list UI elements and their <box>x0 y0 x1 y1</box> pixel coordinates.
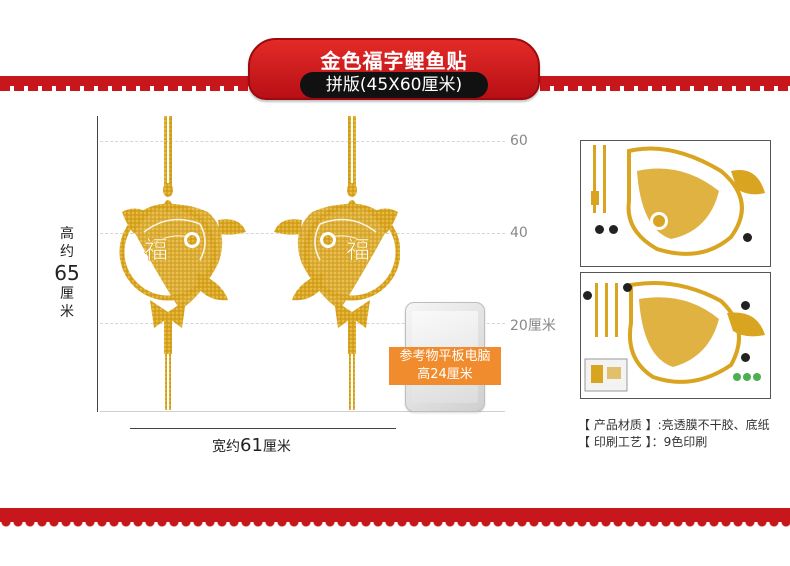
fu-character-left: 福 <box>144 236 168 264</box>
height-prefix: 高约 <box>60 226 74 260</box>
grid-label-40: 40 <box>510 225 528 241</box>
sheet-2-artwork <box>584 281 765 392</box>
sheet-1-marker-c <box>743 233 752 242</box>
grid-label-60: 60 <box>510 133 528 149</box>
title-banner: 金色福字鲤鱼贴 拼版(45X60厘米) <box>0 34 790 104</box>
banner-plaque: 金色福字鲤鱼贴 拼版(45X60厘米) <box>248 38 540 100</box>
sheet-2-marker-c <box>741 301 750 310</box>
banner-ribbon-left <box>0 76 250 91</box>
grid-label-20: 20厘米 <box>510 318 556 334</box>
sheet-2-marker-b <box>623 283 632 292</box>
sheet-2-marker-d <box>741 353 750 362</box>
tablet-reference-tag: 参考物平板电脑 高24厘米 <box>389 347 501 385</box>
width-unit: 厘米 <box>262 439 291 455</box>
grid-line-60 <box>100 141 505 142</box>
width-axis <box>130 428 396 429</box>
right-fish-ornament <box>274 116 400 410</box>
sheet-1-artwork <box>591 145 765 256</box>
fu-character-right: 福 <box>346 236 370 264</box>
tablet-tag-line1: 参考物平板电脑 <box>399 349 491 364</box>
spec-material: 【 产品材质 】:亮透膜不干胶、底纸 <box>578 418 770 432</box>
grid-line-20 <box>100 323 505 324</box>
banner-ribbon-right <box>540 76 790 91</box>
layout-sheet-thumbnail-1 <box>580 140 771 267</box>
golden-fish-artwork: 福 福 <box>119 116 400 410</box>
tablet-tag-line2: 高24厘米 <box>417 367 473 382</box>
product-subtitle: 拼版(45X60厘米) <box>300 72 488 98</box>
layout-sheet-thumbnail-2 <box>580 272 771 399</box>
sheet-2-marker-a <box>583 291 592 300</box>
width-label: 宽约61厘米 <box>212 435 291 456</box>
bottom-decorative-border <box>0 508 790 528</box>
product-title: 金色福字鲤鱼贴 <box>320 49 468 73</box>
grid-line-0 <box>100 411 505 412</box>
sheet-1-marker-a <box>595 225 604 234</box>
spec-printing: 【 印刷工艺 】：9色印刷 <box>578 435 708 449</box>
width-value: 61 <box>240 435 263 456</box>
height-label: 高约 65 厘米 <box>54 225 80 321</box>
height-axis <box>97 116 98 412</box>
left-fish-ornament: 福 <box>119 116 246 410</box>
height-unit: 厘米 <box>60 286 74 320</box>
width-prefix: 宽约 <box>212 439 240 455</box>
height-value: 65 <box>54 261 80 285</box>
sheet-1-marker-b <box>609 225 618 234</box>
